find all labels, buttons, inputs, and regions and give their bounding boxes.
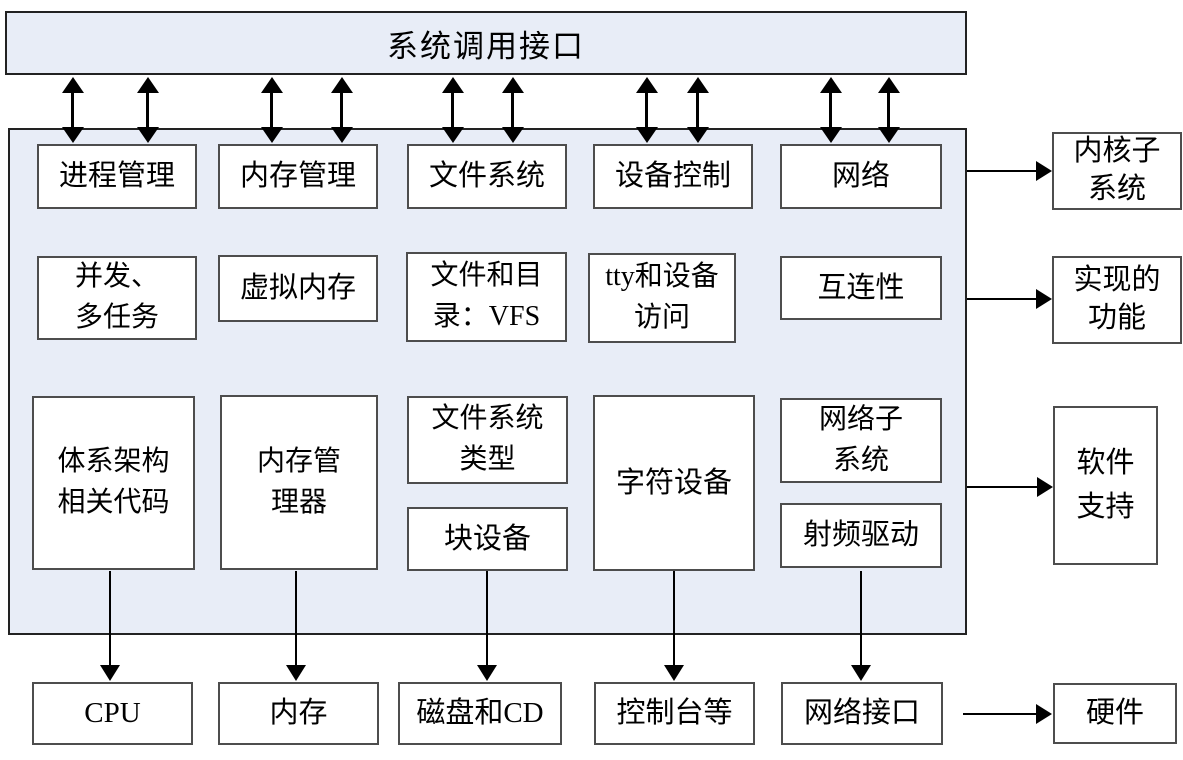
box-memory-hw: 内存 bbox=[218, 682, 379, 745]
double-arrow-3 bbox=[261, 77, 283, 143]
down-arrow-memory bbox=[286, 571, 306, 681]
box-network-interfaces: 网络接口 bbox=[781, 682, 943, 745]
down-arrow-netif bbox=[851, 571, 871, 681]
arrow-implemented-features bbox=[967, 289, 1052, 309]
box-cpu: CPU bbox=[32, 682, 193, 745]
double-arrow-8 bbox=[687, 77, 709, 143]
box-tty-device-access: tty和设备 访问 bbox=[588, 253, 736, 343]
down-arrow-disks bbox=[477, 571, 497, 681]
label-hardware: 硬件 bbox=[1053, 683, 1177, 744]
box-fs-types: 文件系统 类型 bbox=[407, 396, 568, 484]
system-call-interface-bar: 系统调用接口 bbox=[5, 11, 967, 75]
box-block-devices: 块设备 bbox=[407, 507, 568, 571]
box-disks-cd: 磁盘和CD bbox=[398, 682, 562, 745]
double-arrow-6 bbox=[502, 77, 524, 143]
box-files-directories-vfs: 文件和目 录：VFS bbox=[406, 252, 567, 342]
arrow-software-support bbox=[967, 477, 1053, 497]
box-memory-manager: 内存管 理器 bbox=[220, 395, 378, 570]
double-arrow-2 bbox=[137, 77, 159, 143]
box-rf-drivers: 射频驱动 bbox=[780, 503, 942, 568]
down-arrow-consoles bbox=[664, 571, 684, 681]
double-arrow-10 bbox=[878, 77, 900, 143]
double-arrow-4 bbox=[331, 77, 353, 143]
box-process-management: 进程管理 bbox=[37, 144, 197, 209]
arrow-hardware bbox=[963, 704, 1052, 724]
box-device-control: 设备控制 bbox=[593, 144, 753, 209]
box-network-subsystem: 网络子 系统 bbox=[780, 398, 942, 483]
box-consoles: 控制台等 bbox=[594, 682, 755, 745]
double-arrow-7 bbox=[636, 77, 658, 143]
box-virtual-memory: 虚拟内存 bbox=[218, 255, 378, 322]
box-memory-management: 内存管理 bbox=[218, 144, 378, 209]
box-concurrency-multitask: 并发、 多任务 bbox=[37, 256, 197, 340]
box-file-system: 文件系统 bbox=[407, 144, 567, 209]
box-arch-code: 体系架构 相关代码 bbox=[32, 396, 195, 570]
box-connectivity: 互连性 bbox=[780, 256, 942, 320]
double-arrow-9 bbox=[820, 77, 842, 143]
label-software-support: 软件 支持 bbox=[1053, 406, 1158, 565]
label-kernel-subsystems: 内核子 系统 bbox=[1052, 132, 1182, 210]
label-implemented-features: 实现的 功能 bbox=[1052, 256, 1182, 344]
box-network: 网络 bbox=[780, 144, 942, 209]
arrow-kernel-subsystems bbox=[967, 161, 1052, 181]
box-char-devices: 字符设备 bbox=[593, 395, 755, 571]
double-arrow-5 bbox=[442, 77, 464, 143]
double-arrow-1 bbox=[62, 77, 84, 143]
down-arrow-cpu bbox=[100, 571, 120, 681]
